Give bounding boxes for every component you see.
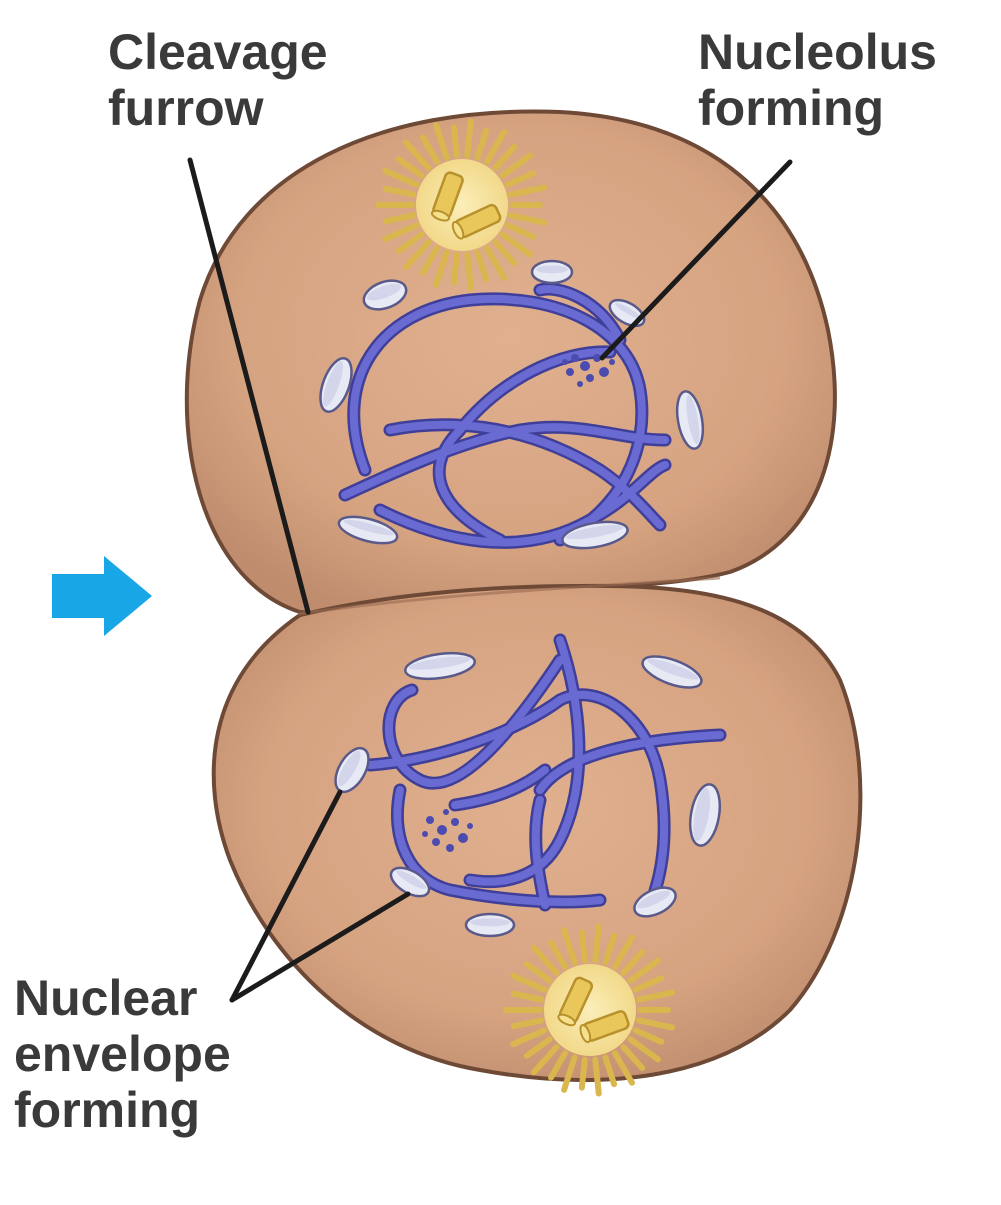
nuclear-envelope-fragment xyxy=(362,279,408,311)
bottom-chromosome-mass xyxy=(363,633,727,912)
nuclear-envelope-forming-label-line: Nuclear xyxy=(14,970,198,1026)
nuclear-envelope-forming-label-line: envelope xyxy=(14,1026,231,1082)
cleavage-furrow-label-line: furrow xyxy=(108,80,264,136)
cleavage-furrow-label-line: Cleavage xyxy=(108,24,328,80)
nucleolus-forming-label: Nucleolus forming xyxy=(698,24,937,136)
nuclear-envelope-forming-label-line: forming xyxy=(14,1082,201,1138)
bottom-nucleolus xyxy=(422,809,473,852)
leader-lines xyxy=(187,157,793,1003)
nuclear-envelope-fragment xyxy=(641,655,703,689)
nucleolus-forming-label-line: forming xyxy=(698,80,885,136)
nucleolus-forming-label-line: Nucleolus xyxy=(698,24,937,80)
nuclear-envelope-leader-lower xyxy=(229,891,411,1003)
nuclear-envelope-fragments xyxy=(319,259,722,938)
nuclear-envelope-fragment xyxy=(337,515,399,545)
nuclear-envelope-leader-upper xyxy=(229,789,343,1003)
nuclear-envelope-fragment xyxy=(389,866,431,898)
top-nucleolus xyxy=(562,354,615,387)
nuclear-envelope-fragment xyxy=(633,886,677,918)
centrosome-icon xyxy=(503,923,676,1097)
cleavage-furrow-label: Cleavage furrow xyxy=(108,24,328,136)
centrosome-icon xyxy=(375,118,548,292)
cleavage-furrow-leader xyxy=(187,157,311,615)
nuclear-envelope-fragment xyxy=(464,912,516,938)
cleavage-furrow xyxy=(297,576,721,616)
nuclear-envelope-fragment xyxy=(561,520,629,550)
nuclear-envelope-forming-label: Nuclear envelope forming xyxy=(14,970,231,1138)
nucleolus-leader xyxy=(599,159,793,361)
nuclear-envelope-fragment xyxy=(319,357,353,413)
nuclear-envelope-fragment xyxy=(675,390,705,450)
nuclear-envelope-fragment xyxy=(334,746,370,794)
nuclear-envelope-fragment xyxy=(404,651,476,681)
top-chromosome-mass xyxy=(338,282,672,549)
nuclear-envelope-fragment xyxy=(530,259,574,285)
nuclear-envelope-fragment xyxy=(688,783,722,847)
right-arrow-icon xyxy=(52,556,152,636)
